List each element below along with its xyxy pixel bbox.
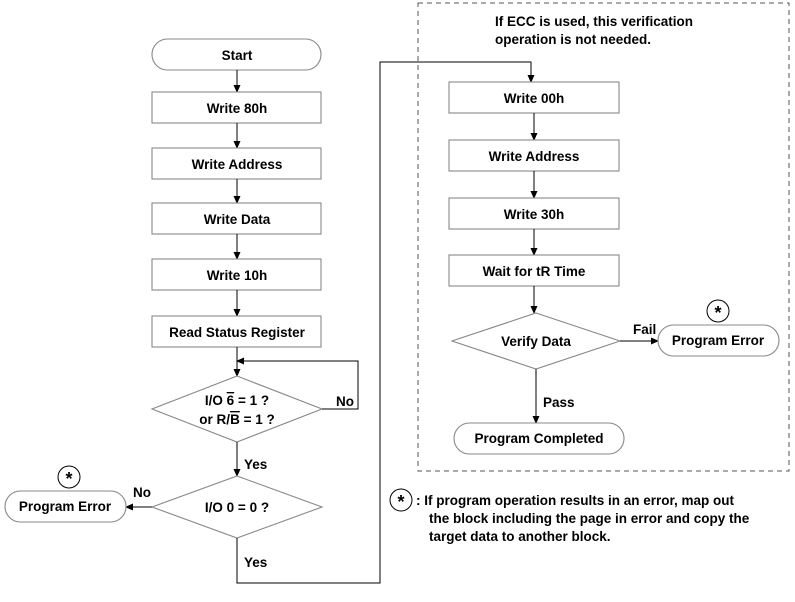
write-00h-label: Write 00h bbox=[504, 91, 565, 106]
pass-label: Pass bbox=[543, 395, 575, 410]
program-error-right: Program Error bbox=[657, 324, 780, 357]
io0-label: I/O 0 = 0 ? bbox=[205, 500, 269, 515]
write-address-label: Write Address bbox=[192, 157, 283, 172]
asterisk-right-icon: * bbox=[706, 299, 730, 323]
verify-data-label: Verify Data bbox=[501, 334, 571, 349]
verify-data-decision: Verify Data bbox=[450, 312, 622, 370]
io6-label-line2: or R/B = 1 ? bbox=[199, 412, 274, 427]
fail-label: Fail bbox=[633, 322, 656, 337]
write-data-step: Write Data bbox=[151, 202, 322, 235]
footnote-line2: the block including the page in error an… bbox=[429, 511, 750, 526]
write-00h-step: Write 00h bbox=[448, 81, 620, 114]
ecc-note-line1: If ECC is used, this verification bbox=[495, 14, 693, 29]
start-node: Start bbox=[151, 38, 322, 71]
wait-tr-label: Wait for tR Time bbox=[483, 264, 586, 279]
footnote-line3: target data to another block. bbox=[429, 529, 611, 544]
write-10h-step: Write 10h bbox=[151, 258, 322, 291]
write-80h-label: Write 80h bbox=[207, 101, 268, 116]
edge-io0-yes-to-verify bbox=[236, 61, 535, 584]
program-completed-node: Program Completed bbox=[453, 422, 625, 455]
write-address-right-label: Write Address bbox=[489, 149, 580, 164]
write-80h-step: Write 80h bbox=[151, 91, 322, 124]
write-address-step: Write Address bbox=[151, 147, 322, 180]
start-label: Start bbox=[222, 48, 253, 63]
program-error-left: Program Error bbox=[4, 490, 127, 523]
write-30h-label: Write 30h bbox=[504, 207, 565, 222]
svg-text:*: * bbox=[65, 469, 72, 489]
write-address-step-right: Write Address bbox=[448, 139, 620, 172]
write-data-label: Write Data bbox=[204, 212, 271, 227]
io0-yes-label: Yes bbox=[244, 555, 267, 570]
write-10h-label: Write 10h bbox=[207, 268, 268, 283]
footnote-asterisk-icon: * bbox=[389, 488, 413, 512]
io0-decision: I/O 0 = 0 ? bbox=[150, 475, 324, 539]
footnote-line1: : If program operation results in an err… bbox=[416, 493, 735, 508]
asterisk-left-icon: * bbox=[57, 465, 81, 489]
wait-tr-step: Wait for tR Time bbox=[448, 254, 620, 287]
ecc-verification-region bbox=[417, 2, 790, 472]
ecc-note-line2: operation is not needed. bbox=[495, 32, 651, 47]
io0-no-label: No bbox=[133, 485, 151, 500]
read-status-label: Read Status Register bbox=[169, 325, 306, 340]
read-status-register-step: Read Status Register bbox=[151, 315, 322, 348]
edge-io6-no-loop bbox=[236, 357, 359, 410]
io6-yes-label: Yes bbox=[244, 457, 267, 472]
program-error-left-label: Program Error bbox=[19, 499, 112, 514]
io6-decision: I/O 6 = 1 ? or R/B = 1 ? bbox=[150, 375, 324, 443]
write-30h-step: Write 30h bbox=[448, 197, 620, 230]
program-completed-label: Program Completed bbox=[474, 431, 603, 446]
io6-label-line1: I/O 6 = 1 ? bbox=[205, 393, 269, 408]
svg-text:*: * bbox=[397, 492, 404, 512]
io6-no-label: No bbox=[336, 394, 354, 409]
program-error-right-label: Program Error bbox=[672, 333, 765, 348]
svg-text:*: * bbox=[714, 303, 721, 323]
